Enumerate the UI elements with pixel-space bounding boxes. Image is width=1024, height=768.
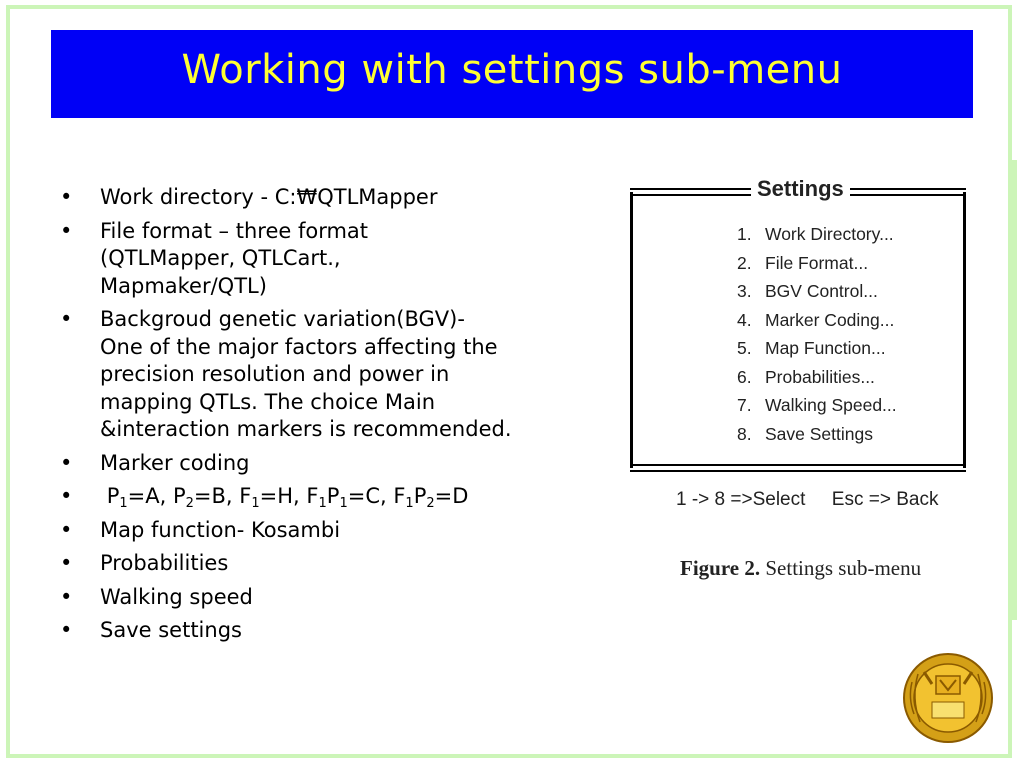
bullet-text: Work directory - C:₩QTLMapper (100, 185, 438, 209)
bullet-marker: • (60, 307, 73, 331)
title-bar: Working with settings sub-menu (51, 30, 973, 118)
marker-codes: P1=A, P2=B, F1=H, F1P1=C, F1P2=D (106, 484, 469, 511)
bullet-text: Walking speed (100, 584, 253, 609)
list-item: • File format – three format (QTLMapper,… (58, 218, 578, 301)
figure-caption: Figure 2. Settings sub-menu (680, 556, 922, 580)
list-item: • Walking speed (58, 584, 578, 612)
bullet-text: Mapmaker/QTL) (100, 273, 267, 298)
bullet-marker: • (60, 517, 73, 542)
bullet-text: One of the major factors affecting the (100, 334, 498, 359)
menu-item-probabilities: 6.Probabilities... (737, 366, 875, 387)
bullet-text: Backgroud genetic variation(BGV)- (100, 307, 465, 331)
bullet-text: Save settings (100, 618, 242, 642)
list-item: • Backgroud genetic variation(BGV)- One … (58, 306, 578, 444)
bullet-text: Map function- Kosambi (100, 517, 341, 542)
list-item: • Save settings (58, 617, 578, 645)
bullet-text: Probabilities (100, 551, 229, 575)
bullet-marker: • (60, 484, 73, 508)
bullet-marker: • (60, 450, 73, 475)
menu-item-file-format: 2.File Format... (737, 252, 869, 273)
bullet-text: Marker coding (100, 450, 250, 475)
menu-item-marker-coding: 4.Marker Coding... (737, 309, 895, 330)
slide-title: Working with settings sub-menu (181, 47, 843, 93)
list-item: • Probabilities (58, 550, 578, 578)
list-item: • P1=A, P2=B, F1=H, F1P1=C, F1P2=D (58, 483, 578, 511)
bullet-text: mapping QTLs. The choice Main (100, 389, 436, 414)
key-hints: 1 -> 8 =>Select Esc => Back (676, 489, 939, 510)
menu-item-bgv-control: 3.BGV Control... (737, 281, 878, 301)
settings-menu-list: 1.Work Directory... 2.File Format... 3.B… (737, 224, 897, 452)
bullet-text: &interaction markers is recommended. (100, 417, 512, 441)
bullet-marker: • (60, 551, 73, 575)
list-item: • Work directory - C:₩QTLMapper (58, 184, 578, 212)
bullet-list: • Work directory - C:₩QTLMapper • File f… (58, 184, 578, 651)
frame-accent (1012, 160, 1017, 620)
bullet-text: precision resolution and power in (100, 362, 450, 386)
slide-frame (6, 5, 1012, 758)
settings-menu-figure: Settings 1.Work Directory... 2.File Form… (630, 176, 966, 472)
menu-item-map-function: 5.Map Function... (737, 338, 886, 358)
menu-item-work-directory: 1.Work Directory... (737, 224, 894, 244)
bullet-text: (QTLMapper, QTLCart., (100, 246, 341, 270)
menu-item-save-settings: 8.Save Settings (737, 423, 873, 444)
bullet-marker: • (60, 618, 73, 642)
settings-heading: Settings (751, 176, 850, 202)
bullet-marker: • (60, 218, 73, 243)
university-seal-icon (903, 653, 993, 743)
list-item: • Map function- Kosambi (58, 517, 578, 545)
double-rule-bottom (630, 464, 966, 472)
list-item: • Marker coding (58, 450, 578, 478)
bullet-marker: • (60, 584, 73, 609)
bullet-marker: • (60, 185, 73, 209)
menu-item-walking-speed: 7.Walking Speed... (737, 395, 897, 415)
bullet-text: File format – three format (100, 218, 369, 243)
